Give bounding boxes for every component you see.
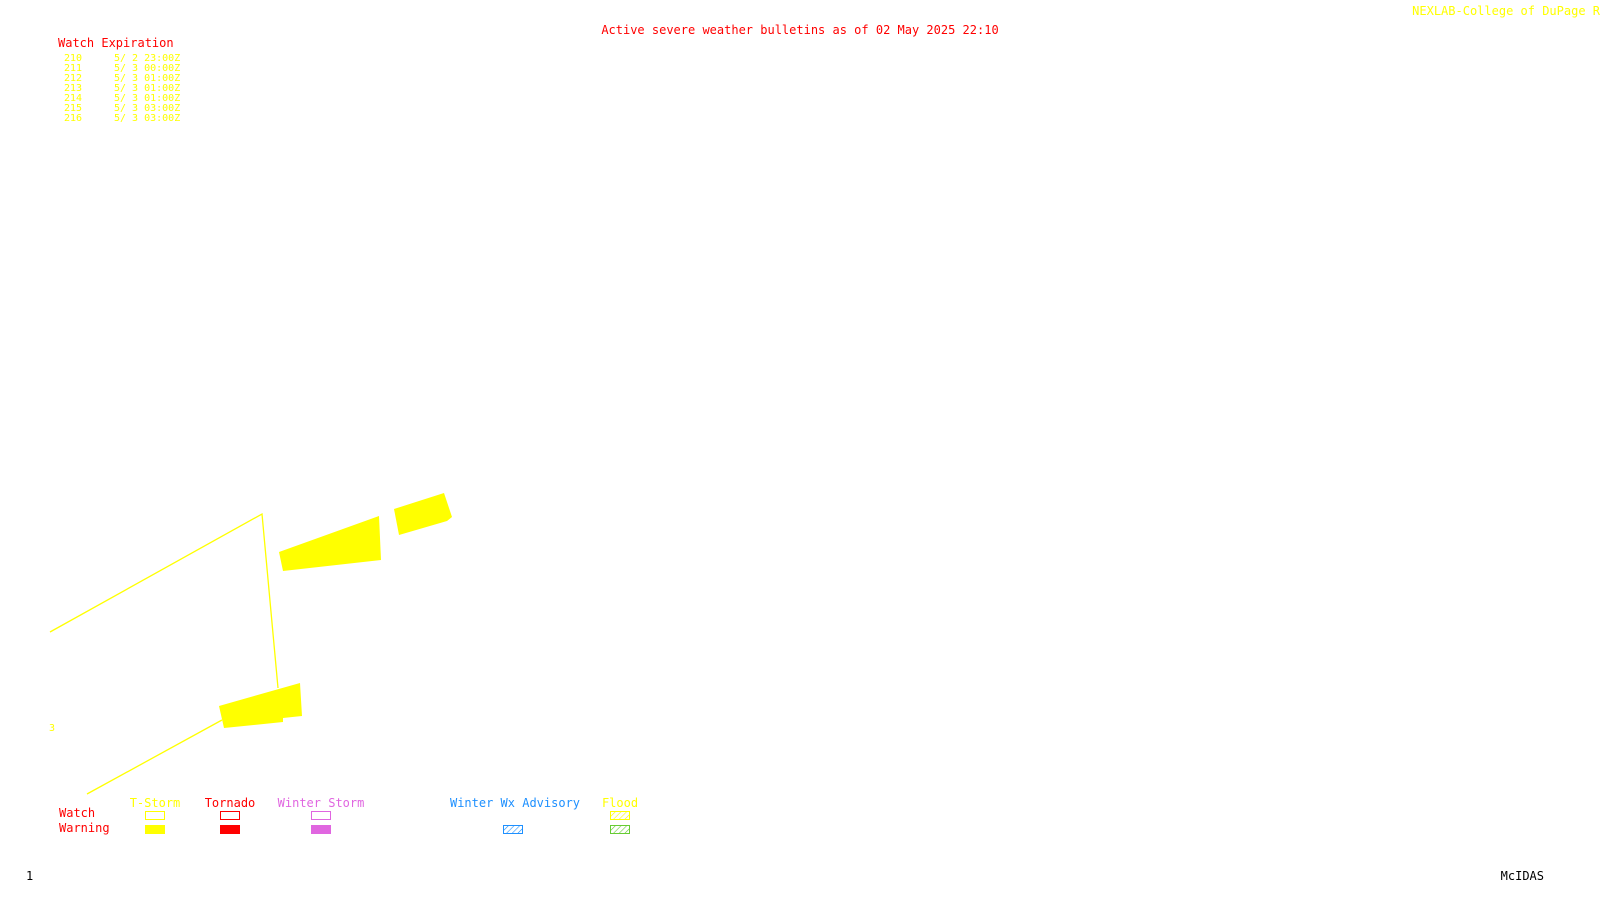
tstorm-watch-swatch [145, 811, 165, 820]
list-item: 214 5/ 3 01:00Z [64, 94, 180, 104]
list-item: 213 5/ 3 01:00Z [64, 84, 180, 94]
tornado-watch-swatch [220, 811, 240, 820]
legend-tstorm-label: T-Storm [129, 796, 181, 810]
watch-time: 5/ 3 03:00Z [114, 103, 181, 114]
brand-label: NEXLAB-College of DuPage R [1412, 4, 1600, 18]
watch-number: 215 [64, 103, 83, 114]
list-item: 215 5/ 3 03:00Z [64, 104, 180, 114]
watch-time: 5/ 3 01:00Z [114, 93, 181, 104]
watch-number: 211 [64, 63, 83, 74]
watch-number: 216 [64, 113, 83, 124]
tstorm-warning-polygon [394, 493, 452, 535]
frame-number: 1 [26, 869, 34, 883]
winter-wx-advisory-swatch [503, 825, 523, 834]
page-title: Active severe weather bulletins as of 02… [601, 23, 999, 37]
watch-time: 5/ 2 23:00Z [114, 53, 181, 64]
watch-expiration-title: Watch Expiration [58, 36, 174, 50]
list-item: 210 5/ 2 23:00Z [64, 54, 180, 64]
winter-storm-warning-swatch [311, 825, 331, 834]
software-label: McIDAS [1500, 869, 1544, 883]
tstorm-watch-outline-lower [86, 719, 223, 795]
list-item: 212 5/ 3 01:00Z [64, 74, 180, 84]
legend-flood-label: Flood [601, 796, 639, 810]
flood-warning-swatch [610, 825, 630, 834]
watch-number: 210 [64, 53, 83, 64]
legend-row-warning: Warning [59, 821, 110, 835]
map-edge-label: 3 [49, 723, 56, 734]
watch-number: 212 [64, 73, 83, 84]
legend-tornado-label: Tornado [204, 796, 256, 810]
legend-winter-storm-label: Winter Storm [277, 796, 365, 810]
flood-watch-swatch [610, 811, 630, 820]
list-item: 216 5/ 3 03:00Z [64, 114, 180, 124]
watch-time: 5/ 3 03:00Z [114, 113, 181, 124]
watch-number: 213 [64, 83, 83, 94]
watch-number: 214 [64, 93, 83, 104]
list-item: 211 5/ 3 00:00Z [64, 64, 180, 74]
winter-storm-watch-swatch [311, 811, 331, 820]
tstorm-warning-polygon [219, 683, 302, 728]
legend-row-watch: Watch [59, 806, 96, 820]
watch-time: 5/ 3 00:00Z [114, 63, 181, 74]
watch-time: 5/ 3 01:00Z [114, 83, 181, 94]
tstorm-watch-outline [49, 512, 279, 689]
legend-winter-wx-advisory-label: Winter Wx Advisory [449, 796, 581, 810]
tstorm-warning-polygon [279, 516, 381, 571]
watch-time: 5/ 3 01:00Z [114, 73, 181, 84]
tstorm-warning-swatch [145, 825, 165, 834]
tornado-warning-swatch [220, 825, 240, 834]
